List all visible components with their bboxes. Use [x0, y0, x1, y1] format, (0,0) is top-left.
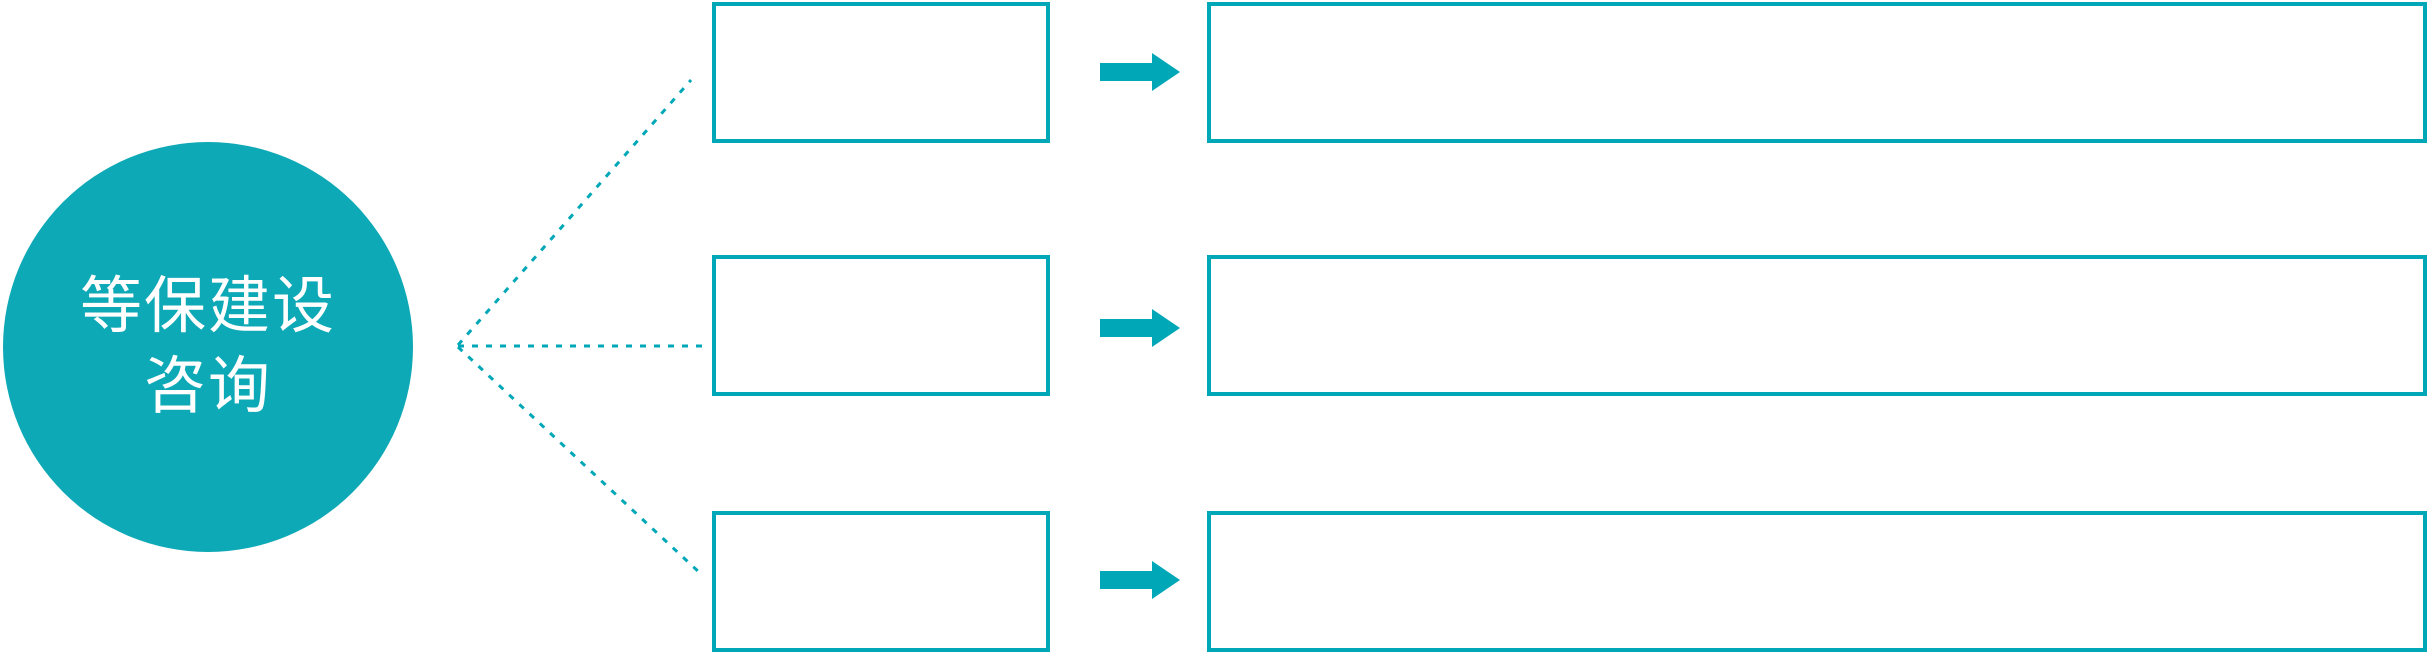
row2-small-box — [712, 255, 1050, 396]
center-node-circle: 等保建设 咨询 — [3, 142, 413, 552]
row2-large-box — [1207, 255, 2427, 396]
connector-line-bottom — [456, 345, 703, 576]
arrow-shaft — [1100, 63, 1153, 81]
row1-large-box — [1207, 2, 2427, 143]
center-node-label-line1: 等保建设 — [79, 272, 336, 341]
row2-right-arrow-icon — [1100, 309, 1180, 347]
row3-large-box — [1207, 511, 2427, 652]
row1-right-arrow-icon — [1100, 53, 1180, 91]
row1-small-box — [712, 2, 1050, 143]
row3-small-box — [712, 511, 1050, 652]
connector-line-top — [456, 79, 693, 346]
center-node-label-line2: 咨询 — [143, 352, 272, 421]
arrow-head — [1152, 561, 1180, 599]
arrow-head — [1152, 309, 1180, 347]
row3-right-arrow-icon — [1100, 561, 1180, 599]
arrow-head — [1152, 53, 1180, 91]
arrow-shaft — [1100, 319, 1153, 337]
arrow-shaft — [1100, 571, 1153, 589]
